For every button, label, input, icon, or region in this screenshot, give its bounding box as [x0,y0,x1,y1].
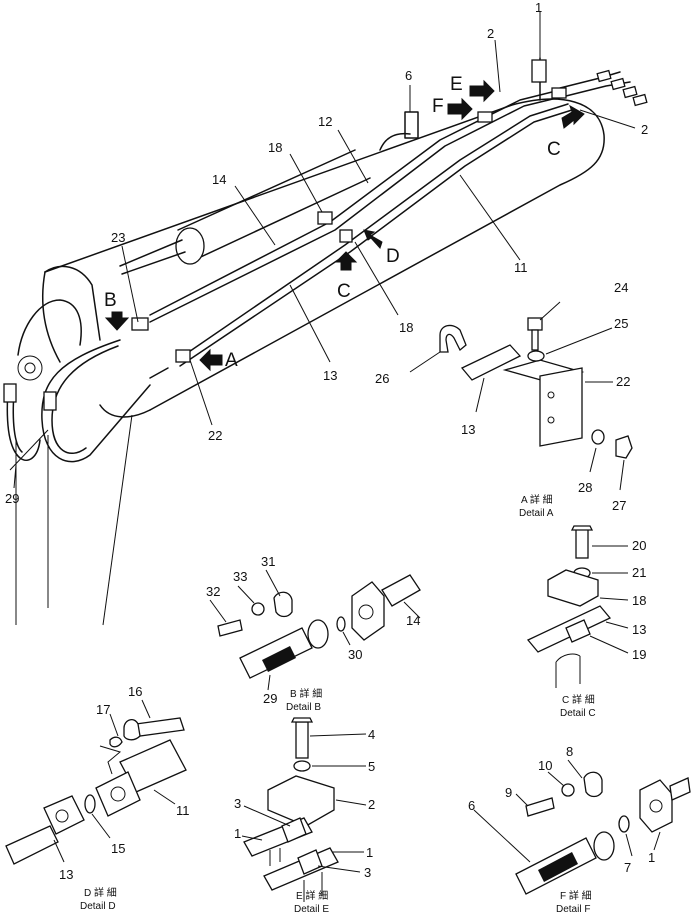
view-arrow-e: E [450,74,495,103]
callout-29-b: 29 [263,691,277,706]
view-arrows: E F C D C B A [104,74,585,372]
callout-11: 11 [514,260,528,275]
boom-assembly [9,98,605,626]
detail-d: 16 17 11 15 13 D 詳 細 Detail D [5,684,190,912]
callout-23: 23 [111,230,125,245]
view-arrow-b: B [104,290,130,331]
view-letter-c-mid: C [337,281,351,302]
view-letter-e: E [450,74,463,95]
callout-2-e: 2 [368,797,375,812]
view-arrow-f: F [432,96,473,121]
callout-1-top: 1 [535,0,542,15]
callout-33: 33 [233,569,247,584]
callout-22-a: 22 [616,374,630,389]
detail-b-title-en: Detail B [286,702,321,713]
callout-18-top: 18 [268,140,282,155]
detail-a-title-en: Detail A [519,508,554,519]
callout-3-e-bottom: 3 [364,865,371,880]
callout-24: 24 [614,280,628,295]
hydraulic-tubes [3,57,648,463]
detail-b: 32 33 31 14 30 29 B 詳 細 Detail B [206,554,421,713]
callout-16: 16 [128,684,142,699]
callout-9: 9 [505,785,512,800]
callout-18-c: 18 [632,593,646,608]
callout-26: 26 [375,371,389,386]
detail-c-title-en: Detail C [560,708,596,719]
callout-11-d: 11 [176,803,190,818]
view-arrow-c-mid: C [334,251,358,302]
view-letter-c-top: C [547,139,561,160]
callout-13-a: 13 [461,422,475,437]
view-letter-a: A [225,350,238,371]
detail-e: 4 5 2 3 1 1 3 E 詳 細 Detail E [234,717,375,915]
callout-5: 5 [368,759,375,774]
detail-e-title-jp: E 詳 細 [296,889,328,902]
detail-c: 20 21 18 13 19 C 詳 細 Detail C [526,525,646,719]
callout-12: 12 [318,114,332,129]
callout-19: 19 [632,647,646,662]
callout-28: 28 [578,480,592,495]
callout-6-f: 6 [468,798,475,813]
callout-2-right: 2 [641,122,648,137]
view-arrow-c-top: C [547,104,585,160]
view-arrow-a: A [199,348,238,372]
detail-c-title-jp: C 詳 細 [562,693,595,706]
detail-a-title-jp: A 詳 細 [521,493,553,506]
callout-14-b: 14 [406,613,420,628]
view-letter-d: D [386,246,400,267]
main-callouts: 1 2 2 6 12 18 14 11 18 13 23 22 29 [5,0,648,506]
callout-29-main: 29 [5,491,19,506]
detail-a: 24 25 22 26 13 28 27 A 詳 細 Detail A [375,280,633,519]
callout-10: 10 [538,758,552,773]
callout-30: 30 [348,647,362,662]
callout-8: 8 [566,744,573,759]
callout-1-e-right: 1 [366,845,373,860]
detail-d-title-en: Detail D [80,901,116,912]
callout-13-main: 13 [323,368,337,383]
view-letter-b: B [104,290,117,311]
callout-21: 21 [632,565,646,580]
callout-32: 32 [206,584,220,599]
callout-1-f: 1 [648,850,655,865]
detail-b-title-jp: B 詳 細 [290,687,322,700]
callout-7: 7 [624,860,631,875]
view-letter-f: F [432,96,444,117]
callout-15: 15 [111,841,125,856]
callout-1-e-left: 1 [234,826,241,841]
callout-22-main: 22 [208,428,222,443]
callout-18-mid: 18 [399,320,413,335]
callout-20: 20 [632,538,646,553]
callout-13-c: 13 [632,622,646,637]
callout-2-top: 2 [487,26,494,41]
callout-3-e-top: 3 [234,796,241,811]
callout-31: 31 [261,554,275,569]
callout-13-d: 13 [59,867,73,882]
callout-25: 25 [614,316,628,331]
detail-f-title-jp: F 詳 細 [560,889,592,902]
callout-14: 14 [212,172,226,187]
callout-27: 27 [612,498,626,513]
detail-f: 8 10 9 6 7 1 F 詳 細 Detail F [468,744,691,915]
callout-17: 17 [96,702,110,717]
detail-d-title-jp: D 詳 細 [84,886,117,899]
callout-4: 4 [368,727,375,742]
detail-f-title-en: Detail F [556,904,590,915]
view-arrow-d: D [363,229,400,267]
detail-e-title-en: Detail E [294,904,329,915]
callout-6: 6 [405,68,412,83]
